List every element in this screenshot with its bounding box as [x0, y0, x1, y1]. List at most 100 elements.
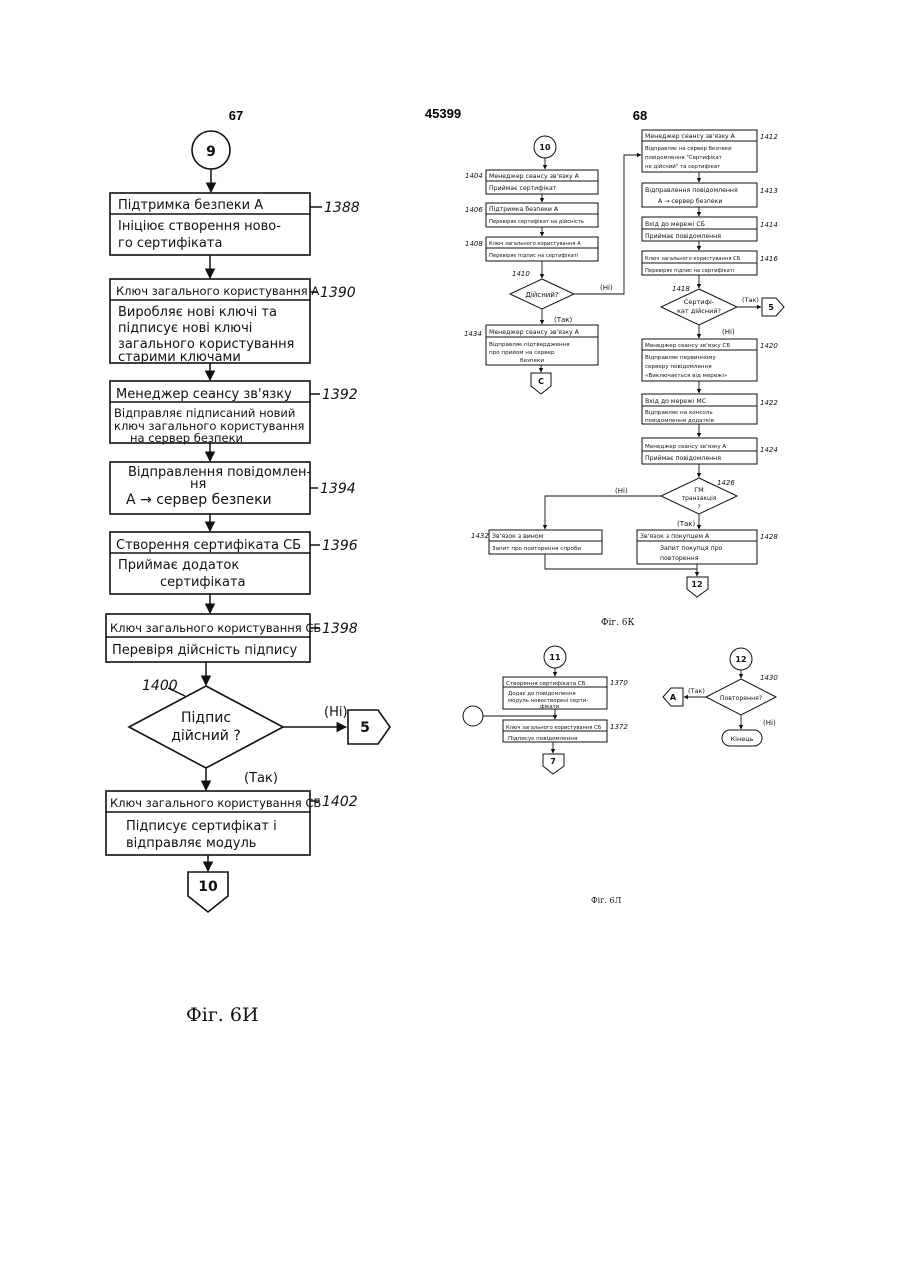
step-1398-title: Ключ загального користування СБ — [110, 621, 321, 635]
step-1396: Створення сертифіката СБ Приймає додаток… — [110, 532, 358, 594]
step-1390-body-2: підписує нові ключі — [118, 321, 252, 336]
figure-6k-caption: Фіг. 6К — [601, 618, 635, 628]
step-1402-title: Ключ загального користування СБ — [110, 796, 321, 810]
step-1392: Менеджер сеансу зв'язку Відправляє підпи… — [110, 381, 358, 445]
step-1370: Створення сертифіката СБ Додає до повідо… — [503, 677, 628, 710]
ref-1432: 1432 — [471, 532, 489, 540]
decision-1426-no: (Ні) — [615, 487, 628, 495]
ref-1370: 1370 — [610, 679, 628, 687]
figure-6k: 10 Менеджер сеансу зв'язку А Приймає сер… — [464, 130, 784, 628]
ref-1402: 1402 — [322, 794, 358, 810]
page-number-right: 68 — [633, 108, 647, 123]
connector-7-label: 7 — [550, 757, 556, 766]
ref-1400: 1400 — [142, 678, 178, 694]
ref-1424: 1424 — [760, 446, 778, 454]
decision-1410-text: Дійсний? — [525, 291, 558, 299]
page-number-left: 67 — [229, 108, 243, 123]
decision-1430: Повторення? 1430 (Так) А (Ні) — [663, 674, 778, 729]
step-1416-title: Ключ загального користування СБ — [645, 256, 741, 262]
step-1402-body-2: відправляє модуль — [126, 836, 256, 851]
step-1414: Вхід до мережі СБ Приймає повідомлення 1… — [642, 217, 778, 241]
step-1432-title: Зв'язок з вином — [492, 533, 544, 540]
step-1404-body: Приймає сертифікат — [489, 184, 557, 192]
ref-1392: 1392 — [322, 387, 358, 403]
step-1416-body-1: Перевіряє підпис на сертифікаті — [645, 268, 734, 274]
step-1390-body-1: Виробляє нові ключі та — [118, 305, 277, 320]
connector-10-label: 10 — [198, 879, 218, 895]
ref-1372: 1372 — [610, 723, 628, 731]
decision-1418-no: (Ні) — [722, 328, 735, 336]
step-1434-body-3: безпеки — [520, 358, 544, 364]
connector-5-label: 5 — [360, 720, 370, 736]
step-1422: Вхід до мережі МС Відправляє на консоль … — [642, 394, 778, 424]
step-1406-title: Підтримка безпеки А — [489, 205, 559, 213]
step-1388-body-2: го сертифіката — [118, 236, 222, 251]
ref-1406: 1406 — [465, 206, 483, 214]
step-1412-body-2: повідомлення "Сертифікат — [645, 155, 722, 161]
ref-1430: 1430 — [760, 674, 778, 682]
step-1394-body-2: А → сервер безпеки — [126, 492, 272, 508]
step-1420-body-2: серверу повідомлення — [645, 364, 712, 370]
decision-1418-yes: (Так) — [742, 296, 759, 304]
decision-1430-no: (Ні) — [763, 719, 776, 727]
decision-1400-text-1: Підпис — [181, 710, 231, 726]
entry-connector-6l — [463, 706, 483, 726]
step-1424: Менеджер сеансу зв'язку А Приймає повідо… — [642, 438, 778, 464]
step-1408: Ключ загального користування А Перевіряє… — [465, 237, 598, 261]
step-1396-body-2: сертифіката — [160, 575, 246, 590]
step-1428-body-1: Запит покупця про — [660, 545, 723, 552]
ref-1420: 1420 — [760, 342, 778, 350]
step-1396-title: Створення сертифіката СБ — [116, 538, 301, 553]
step-1388-title: Підтримка безпеки А — [118, 198, 263, 213]
ref-1388: 1388 — [324, 200, 360, 216]
step-1420-title: Менеджер сеансу зв'язку СБ — [645, 343, 730, 349]
connector-5-6k-label: 5 — [768, 303, 774, 312]
connector-12-6l-label: 12 — [735, 655, 746, 664]
step-1414-body-1: Приймає повідомлення — [645, 232, 721, 240]
step-1392-title: Менеджер сеансу зв'язку — [116, 387, 292, 402]
step-1390-title: Ключ загального користування А — [116, 284, 319, 298]
step-1404: Менеджер сеансу зв'язку А Приймає сертиф… — [465, 170, 598, 194]
ref-1408: 1408 — [465, 240, 483, 248]
step-1388-body-1: Ініціює створення ново- — [118, 219, 281, 234]
step-1394-body-1: ня — [190, 477, 206, 492]
step-1428: Зв'язок з покупцем А Запит покупця про п… — [637, 530, 778, 564]
ref-1418: 1418 — [672, 285, 690, 293]
step-1372-body-1: Підписує повідомлення — [508, 736, 577, 742]
step-1413: Відправлення повідомлення А → сервер без… — [642, 183, 778, 207]
step-1414-title: Вхід до мережі СБ — [645, 220, 705, 228]
step-1434-title: Менеджер сеансу зв'язку А — [489, 329, 580, 336]
ref-1422: 1422 — [760, 399, 778, 407]
decision-1400-no: (Ні) — [324, 705, 348, 720]
ref-1396: 1396 — [322, 538, 358, 554]
decision-1418-text-1: Сертифі- — [684, 298, 715, 306]
connector-9-label: 9 — [206, 144, 216, 160]
step-1412-body-3: не дійсний" та сертифікат — [645, 163, 720, 170]
decision-1426-yes: (Так) — [677, 520, 696, 528]
ref-1390: 1390 — [320, 285, 356, 301]
step-1390: Ключ загального користування А Виробляє … — [110, 279, 356, 365]
step-1420-body-1: Відправляє первинному — [645, 355, 717, 361]
step-1422-title: Вхід до мережі МС — [645, 397, 706, 405]
figure-6i: 9 Підтримка безпеки А Ініціює створення … — [106, 131, 390, 1026]
step-1412-body-1: Відправляє на сервер безпеки — [645, 146, 732, 152]
figure-6l: 11 Створення сертифіката СБ Додає до пов… — [463, 646, 778, 905]
step-1413-body-1: А → сервер безпеки — [658, 197, 722, 205]
step-1370-body-1: Додає до повідомлення — [508, 691, 576, 697]
step-1370-body-3: фікати — [540, 704, 560, 710]
step-1370-title: Створення сертифіката СБ — [506, 681, 586, 687]
step-1406-body: Перевіряє сертифікат на дійсність — [489, 218, 584, 225]
decision-1418: 1418 Сертифі- кат дійсний? (Так) 5 (Ні) — [661, 285, 784, 338]
step-1432: Зв'язок з вином Запит про повторення спр… — [471, 530, 602, 554]
step-1422-body-1: Відправляє на консоль — [645, 410, 713, 416]
figure-6i-caption: Фіг. 6И — [186, 1004, 259, 1026]
step-1406: Підтримка безпеки А Перевіряє сертифікат… — [465, 203, 598, 227]
step-1394-title: Відправлення повідомлен- — [128, 465, 311, 480]
step-1390-body-4: старими ключами — [118, 350, 241, 365]
step-1428-body-2: повторення — [660, 555, 699, 562]
ref-1398: 1398 — [322, 621, 358, 637]
ref-1416: 1416 — [760, 255, 778, 263]
step-1392-body-3: на сервер безпеки — [130, 431, 243, 445]
patent-number: 45399 — [425, 106, 461, 121]
step-1408-body: Перевіряє підпис на сертифікаті — [489, 253, 578, 259]
